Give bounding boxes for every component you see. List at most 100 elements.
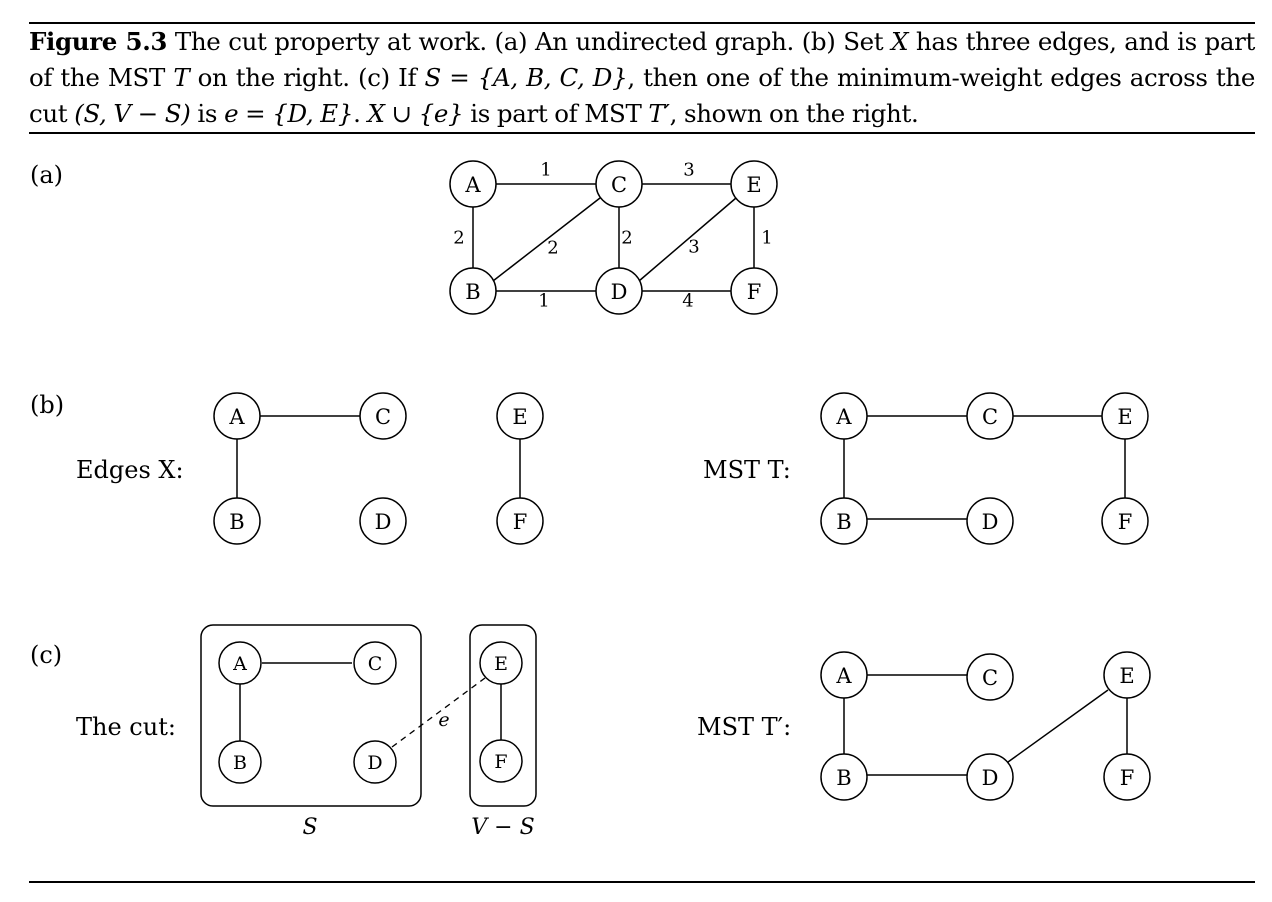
node-x-F: F [496, 497, 544, 545]
bottom-rule [29, 881, 1255, 883]
node-x-A: A [213, 392, 261, 440]
edges-x-label: Edges X: [76, 456, 184, 484]
node-t-D: D [966, 497, 1014, 545]
node-label: D [375, 510, 392, 534]
node-label: C [982, 666, 998, 690]
node-label: A [464, 173, 481, 197]
node-label: D [982, 510, 999, 534]
node-label: B [465, 280, 480, 304]
node-tp-F: F [1103, 753, 1151, 801]
node-c-F: F [479, 739, 523, 783]
node-a-D: D [595, 267, 643, 315]
node-label: E [1119, 664, 1134, 688]
panel-c-label: (c) [30, 641, 62, 669]
figure-label: Figure 5.3 [29, 27, 168, 56]
panel-c-mst-tprime-graph: A C E B D F [820, 651, 1151, 801]
node-label: B [233, 752, 247, 774]
node-label: B [836, 510, 851, 534]
node-label: E [512, 405, 527, 429]
edge-a-DE [638, 197, 737, 282]
mst-tprime-label: MST T′: [697, 713, 791, 741]
node-tp-B: B [820, 753, 868, 801]
caption-text-1: The cut property at work. (a) An undirec… [174, 27, 884, 56]
cut-set-S-box [200, 624, 422, 807]
node-label: D [611, 280, 628, 304]
caption-edge-e: e = {D, E} [224, 99, 354, 128]
caption-text-5: is [197, 99, 218, 128]
weight-DE: 3 [688, 237, 699, 258]
weight-CE: 3 [683, 160, 694, 181]
panel-b-edges-x-graph: A C E B D F [213, 392, 544, 545]
panel-a-graph: 1 3 2 2 2 3 1 1 4 A C E B D F [449, 160, 778, 315]
caption-text-2: has three edges, and is part of the MST [29, 27, 1256, 92]
node-label: A [835, 405, 852, 429]
caption-cut: (S, V − S) [74, 99, 191, 128]
edge-tp-DE [1007, 689, 1109, 763]
node-t-F: F [1101, 497, 1149, 545]
node-a-C: C [595, 160, 643, 208]
node-label: B [229, 510, 244, 534]
figure-caption: Figure 5.3 The cut property at work. (a)… [29, 24, 1255, 132]
panel-b-label: (b) [30, 391, 64, 419]
node-label: C [375, 405, 391, 429]
node-label: E [494, 653, 508, 675]
the-cut-label: The cut: [76, 713, 176, 741]
panel-b-mst-t-graph: A C E B D F [820, 392, 1149, 545]
node-t-E: E [1101, 392, 1149, 440]
caption-bottom-rule [29, 132, 1255, 134]
node-label: F [747, 280, 762, 304]
node-label: D [982, 766, 999, 790]
node-label: F [513, 510, 528, 534]
node-t-B: B [820, 497, 868, 545]
node-tp-E: E [1103, 651, 1151, 699]
node-label: F [494, 751, 507, 773]
node-a-F: F [730, 267, 778, 315]
node-c-E: E [479, 641, 523, 685]
node-c-C: C [353, 641, 397, 685]
node-x-C: C [359, 392, 407, 440]
node-tp-D: D [966, 753, 1014, 801]
edge-a-BC [492, 197, 601, 282]
node-tp-A: A [820, 651, 868, 699]
node-c-A: A [218, 641, 262, 685]
node-label: C [611, 173, 627, 197]
caption-X: X [891, 27, 909, 56]
node-label: A [232, 653, 247, 675]
caption-Tprime: T′ [648, 99, 670, 128]
mst-t-label: MST T: [703, 456, 791, 484]
weight-BC: 2 [547, 238, 558, 259]
edge-c-DE-dashed [391, 677, 486, 748]
caption-T: T [173, 63, 190, 92]
caption-text-8: , shown on the right. [669, 99, 919, 128]
node-tp-C: C [966, 653, 1014, 701]
node-x-D: D [359, 497, 407, 545]
node-a-A: A [449, 160, 497, 208]
node-label: C [368, 653, 383, 675]
weight-BD: 1 [538, 291, 549, 312]
set-S-label: S [302, 815, 317, 840]
cut-set-VS-box [469, 624, 537, 807]
node-label: F [1120, 766, 1135, 790]
node-label: E [746, 173, 761, 197]
node-label: F [1118, 510, 1133, 534]
weight-EF: 1 [761, 228, 772, 249]
weight-DF: 4 [682, 291, 693, 312]
node-a-B: B [449, 267, 497, 315]
node-label: B [836, 766, 851, 790]
caption-text-4: , then one of the minimum-weight edges a… [29, 63, 1255, 128]
node-label: A [228, 405, 245, 429]
top-rule [29, 22, 1255, 24]
panel-a-label: (a) [30, 161, 63, 189]
caption-set-S: S = {A, B, C, D} [424, 63, 628, 92]
edge-e-label: e [438, 709, 449, 731]
node-x-B: B [213, 497, 261, 545]
node-label: A [835, 664, 852, 688]
node-t-A: A [820, 392, 868, 440]
node-t-C: C [966, 392, 1014, 440]
caption-text-6: . [353, 99, 361, 128]
node-label: D [367, 752, 382, 774]
node-a-E: E [730, 160, 778, 208]
weight-AB: 2 [453, 228, 464, 249]
node-c-D: D [353, 740, 397, 784]
